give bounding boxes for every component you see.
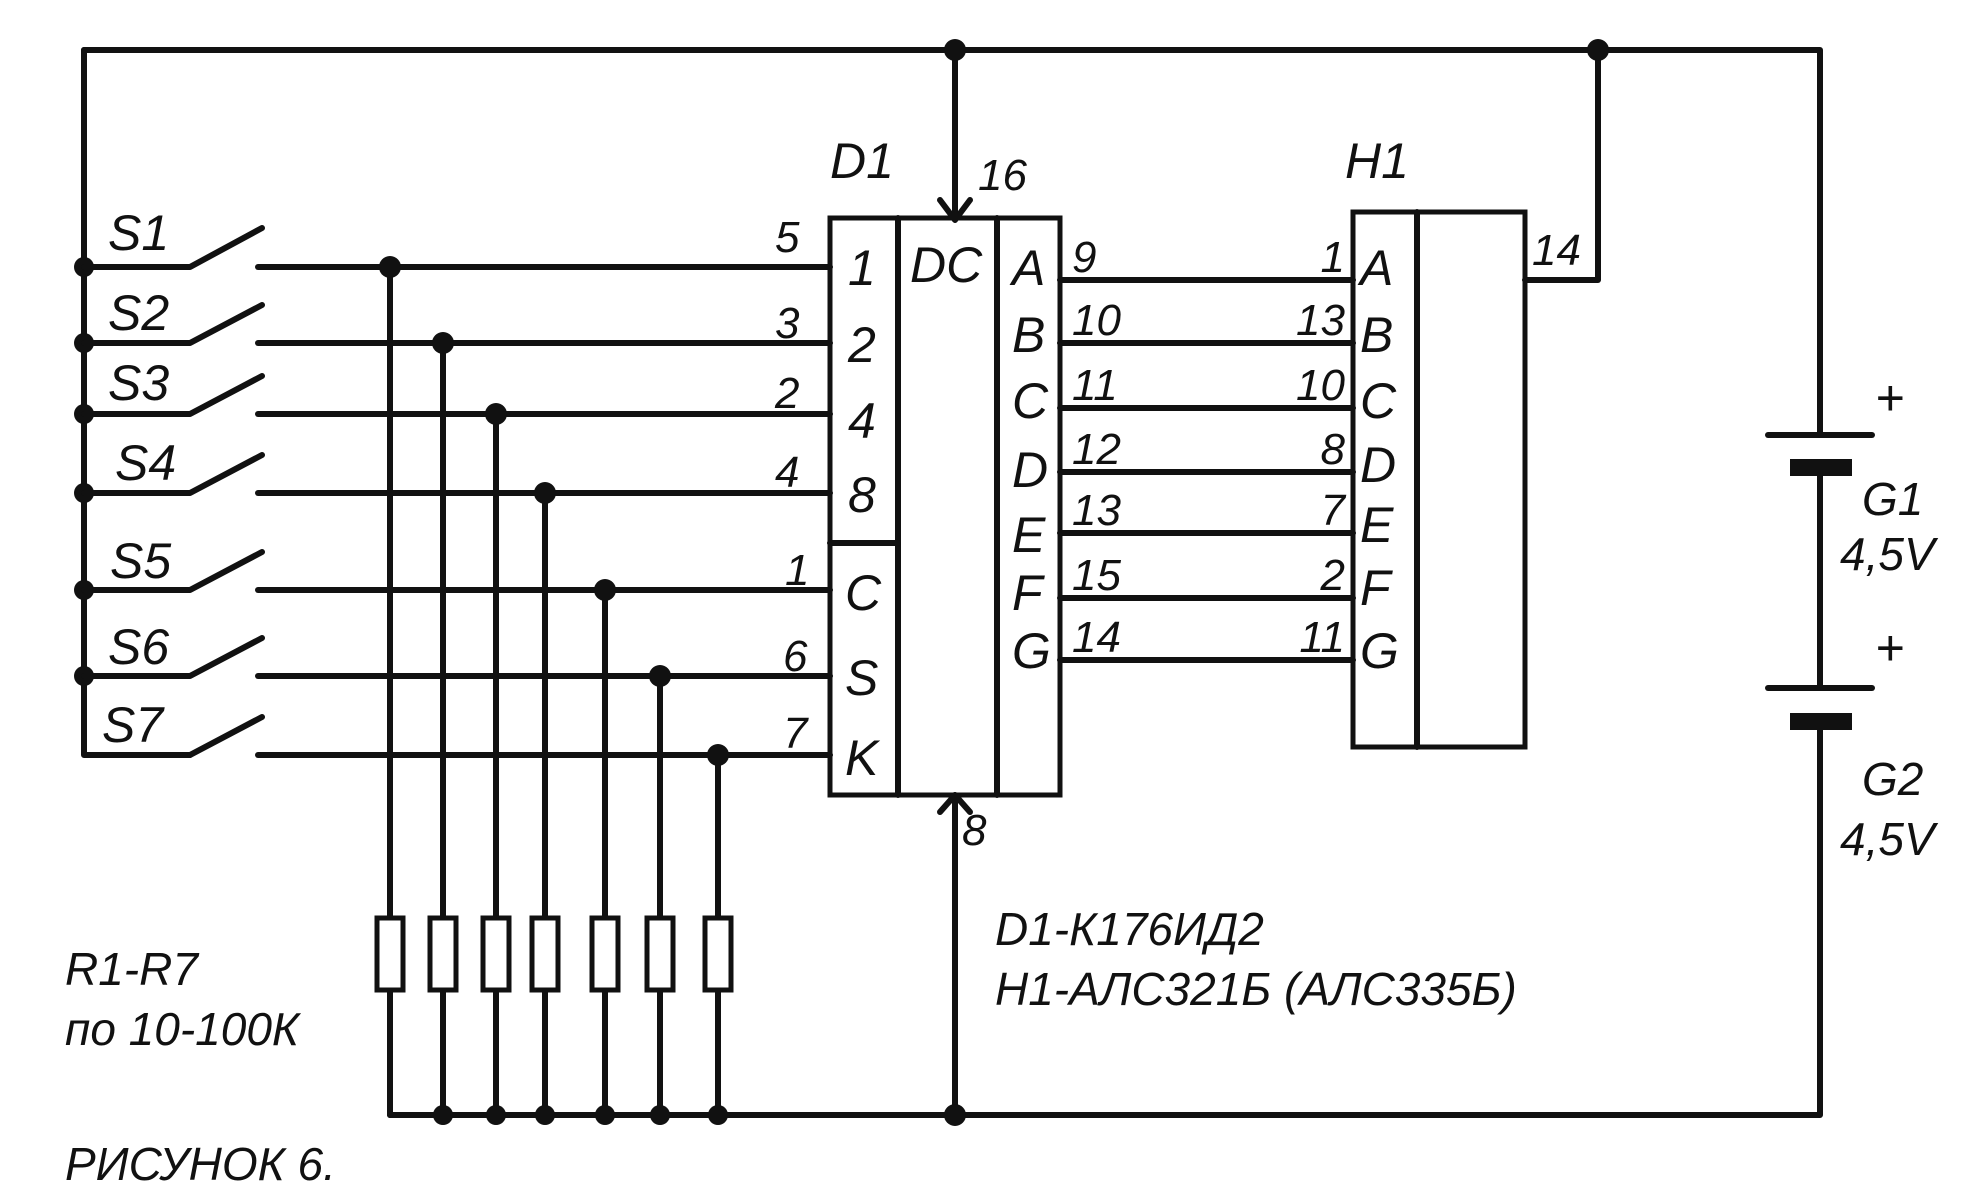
h1-input-pin: 8 bbox=[1321, 425, 1346, 474]
d1-input-label: S bbox=[845, 650, 878, 706]
h1-display bbox=[1350, 209, 1528, 750]
resistors-note-line-1: R1-R7 bbox=[65, 943, 199, 995]
d1-input-pin: 5 bbox=[775, 213, 800, 262]
switch-s5 bbox=[74, 549, 833, 600]
switch-s6 bbox=[74, 635, 833, 686]
h1-input-label: F bbox=[1360, 560, 1393, 616]
parts-note-line-2: H1-АЛС321Б (АЛС335Б) bbox=[995, 963, 1517, 1015]
battery-labels: + G1 4,5V + G2 4,5V bbox=[1840, 370, 1939, 865]
h1-input-pin: 11 bbox=[1299, 613, 1345, 662]
switch-label-s2: S2 bbox=[108, 285, 169, 341]
h1-input-label: C bbox=[1360, 373, 1397, 429]
parts-note-line-1: D1-К176ИД2 bbox=[995, 903, 1264, 955]
d1-input-pin: 6 bbox=[783, 632, 808, 681]
switches bbox=[74, 225, 833, 758]
d1-output-pin: 13 bbox=[1072, 486, 1121, 535]
h1-name: H1 bbox=[1345, 133, 1409, 189]
d1-input-label: 1 bbox=[848, 240, 876, 296]
h1-input-label: G bbox=[1360, 623, 1399, 679]
d1-output-pin: 12 bbox=[1072, 425, 1121, 474]
g2-voltage: 4,5V bbox=[1840, 813, 1939, 865]
switch-s2 bbox=[74, 302, 833, 353]
switch-s3 bbox=[74, 373, 833, 424]
d1-input-pin: 4 bbox=[775, 448, 799, 497]
switch-label-s3: S3 bbox=[108, 355, 169, 411]
d1-output-pin: 15 bbox=[1072, 551, 1121, 600]
d1-ground-pin: 8 bbox=[962, 806, 987, 855]
d1-input-label: 4 bbox=[848, 393, 876, 449]
h1-input-label: E bbox=[1360, 497, 1394, 553]
ground-rail bbox=[387, 727, 1823, 1126]
g1-voltage: 4,5V bbox=[1840, 528, 1939, 580]
d1-input-label: 2 bbox=[847, 317, 876, 373]
d1-input-pin: 2 bbox=[774, 369, 799, 418]
segment-bus bbox=[1057, 277, 1356, 663]
switch-label-s7: S7 bbox=[102, 697, 165, 753]
resistors bbox=[374, 256, 734, 1125]
h1-input-pin: 1 bbox=[1321, 233, 1345, 282]
switch-s7 bbox=[187, 714, 833, 758]
g1-polarity: + bbox=[1875, 370, 1904, 426]
switch-s1 bbox=[74, 225, 833, 277]
d1-output-pin: 9 bbox=[1072, 233, 1096, 282]
h1-input-pin: 13 bbox=[1296, 296, 1345, 345]
figure-caption: РИСУНОК 6. bbox=[65, 1138, 336, 1190]
h1-input-pin: 10 bbox=[1296, 361, 1345, 410]
resistors-note-line-2: по 10-100К bbox=[65, 1003, 302, 1055]
d1-output-label: D bbox=[1012, 442, 1048, 498]
power-rail bbox=[81, 39, 1823, 758]
d1-output-label: B bbox=[1012, 307, 1045, 363]
h1-input-pin: 7 bbox=[1321, 486, 1347, 535]
d1-decoder bbox=[827, 215, 1063, 798]
h1-common-pin: 14 bbox=[1532, 226, 1581, 275]
d1-output-pin: 14 bbox=[1072, 613, 1121, 662]
d1-input-pin: 1 bbox=[785, 546, 809, 595]
h1-input-label: D bbox=[1360, 437, 1396, 493]
h1-input-label: A bbox=[1357, 240, 1393, 296]
g2-polarity: + bbox=[1875, 620, 1904, 676]
d1-input-label: 8 bbox=[848, 467, 876, 523]
switch-label-s6: S6 bbox=[108, 619, 169, 675]
d1-power-pin: 16 bbox=[978, 151, 1027, 200]
d1-labels: D1 16 8 DC 5 3 2 4 1 6 7 1 2 4 8 C S K A… bbox=[774, 133, 1121, 855]
h1-input-label: B bbox=[1360, 307, 1393, 363]
switch-label-s5: S5 bbox=[110, 533, 171, 589]
switch-s4 bbox=[74, 452, 833, 503]
notes: R1-R7 по 10-100К D1-К176ИД2 H1-АЛС321Б (… bbox=[65, 903, 1517, 1190]
d1-output-pin: 10 bbox=[1072, 296, 1121, 345]
d1-name: D1 bbox=[830, 133, 894, 189]
switch-labels: S1 S2 S3 S4 S5 S6 S7 bbox=[102, 205, 176, 753]
switch-label-s4: S4 bbox=[115, 435, 176, 491]
h1-labels: H1 14 1 13 10 8 7 2 11 A B C D E F G bbox=[1296, 133, 1581, 679]
d1-function: DC bbox=[910, 237, 983, 293]
d1-input-pin: 7 bbox=[783, 709, 809, 758]
d1-output-pin: 11 bbox=[1072, 361, 1118, 410]
d1-input-label: K bbox=[845, 730, 881, 786]
d1-output-label: E bbox=[1012, 507, 1046, 563]
switch-label-s1: S1 bbox=[108, 205, 169, 261]
d1-output-label: A bbox=[1009, 240, 1045, 296]
d1-input-pin: 3 bbox=[775, 299, 800, 348]
d1-input-label: C bbox=[845, 565, 882, 621]
d1-output-label: F bbox=[1012, 565, 1045, 621]
batteries bbox=[1765, 432, 1875, 730]
g2-name: G2 bbox=[1862, 753, 1923, 805]
g1-name: G1 bbox=[1862, 473, 1923, 525]
d1-output-label: G bbox=[1012, 623, 1051, 679]
d1-output-label: C bbox=[1012, 373, 1049, 429]
h1-input-pin: 2 bbox=[1320, 551, 1345, 600]
